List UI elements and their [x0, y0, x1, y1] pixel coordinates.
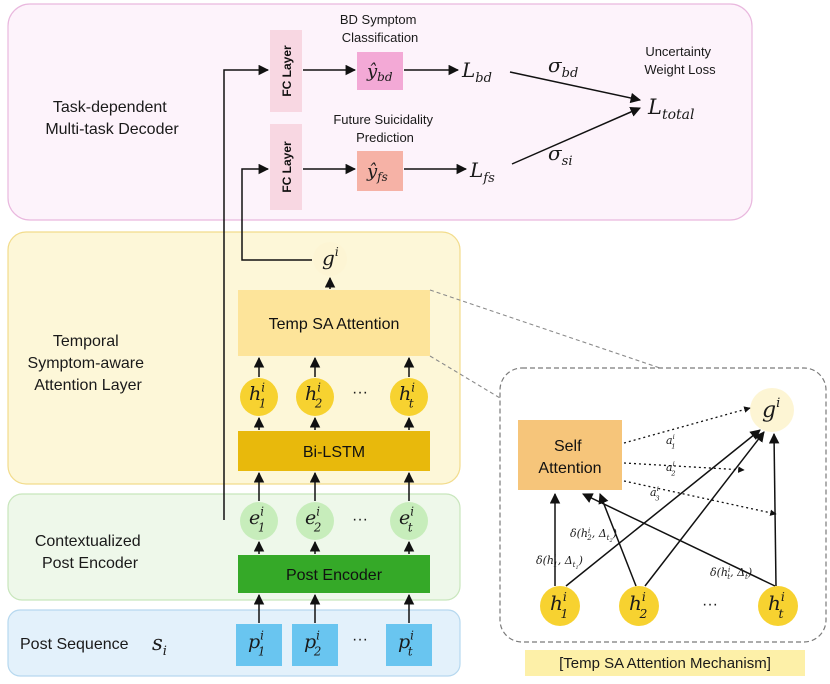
temp-sa-attention-label: Temp SA Attention — [269, 316, 400, 333]
y-fs-label: ŷfs — [366, 161, 388, 184]
h-ellipsis: ··· — [352, 384, 368, 401]
y-fs-box — [357, 151, 403, 191]
fc-layer-bd — [270, 30, 302, 112]
temp-sa-attention-box — [238, 290, 430, 356]
e-node — [296, 502, 334, 540]
uncertainty-title: Uncertainty Weight Loss — [644, 44, 716, 77]
vertical-flow-arrows — [253, 276, 415, 623]
p-node — [292, 624, 338, 666]
attention-weight-arrows — [623, 406, 777, 516]
sequence-region-label: Post Sequence — [20, 636, 129, 653]
decoder-arrows — [223, 64, 642, 520]
fc-layer-bd-label: FC Layer — [280, 45, 294, 97]
attention-region-label: Temporal Symptom-aware Attention Layer — [28, 333, 149, 394]
loss-fs: Lfs — [469, 158, 495, 186]
self-attention-label: Self Attention — [538, 438, 601, 477]
e-node — [390, 502, 428, 540]
e-ellipsis: ··· — [352, 511, 368, 528]
post-encoder-box — [238, 555, 430, 593]
mechanism-caption-box — [525, 650, 805, 676]
self-attention-box — [518, 420, 622, 490]
loss-bd: Lbd — [461, 58, 492, 86]
p-node — [236, 624, 282, 666]
mechanism-ellipsis: ··· — [702, 596, 718, 613]
mechanism-caption: [Temp SA Attention Mechanism] — [559, 655, 771, 672]
mechanism-h-node — [619, 586, 659, 626]
sequence-region — [7, 609, 461, 677]
h-node — [390, 378, 428, 416]
bd-task-title: BD Symptom Classification — [340, 12, 420, 45]
decoder-region-label: Task-dependent Multi-task Decoder — [45, 99, 179, 138]
fc-layer-fs — [270, 124, 302, 210]
decoder-region — [7, 3, 753, 221]
bilstm-box — [238, 431, 430, 471]
bilstm-label: Bi-LSTM — [303, 444, 365, 461]
p-node — [386, 624, 432, 666]
mechanism-g-node — [750, 388, 794, 432]
h-node — [240, 378, 278, 416]
encoder-region-label: Contextualized Post Encoder — [35, 533, 145, 572]
mechanism-lines — [549, 429, 780, 587]
mechanism-g-label: gi — [762, 396, 780, 423]
mechanism-h-node — [540, 586, 580, 626]
post-encoder-label: Post Encoder — [286, 567, 383, 584]
sequence-symbol: si — [152, 631, 167, 659]
e-node — [240, 502, 278, 540]
y-bd-box — [357, 52, 403, 90]
g-node-label: gi — [322, 245, 339, 270]
g-node — [313, 242, 347, 276]
p-ellipsis: ··· — [352, 631, 368, 648]
fc-layer-fs-label: FC Layer — [280, 141, 294, 193]
fs-task-title: Future Suicidality Prediction — [333, 112, 436, 145]
sigma-bd: σbd — [548, 53, 578, 81]
h-node — [296, 378, 334, 416]
y-bd-label: ŷbd — [366, 61, 393, 84]
loss-total: Ltotal — [647, 95, 694, 123]
mechanism-h-node — [758, 586, 798, 626]
